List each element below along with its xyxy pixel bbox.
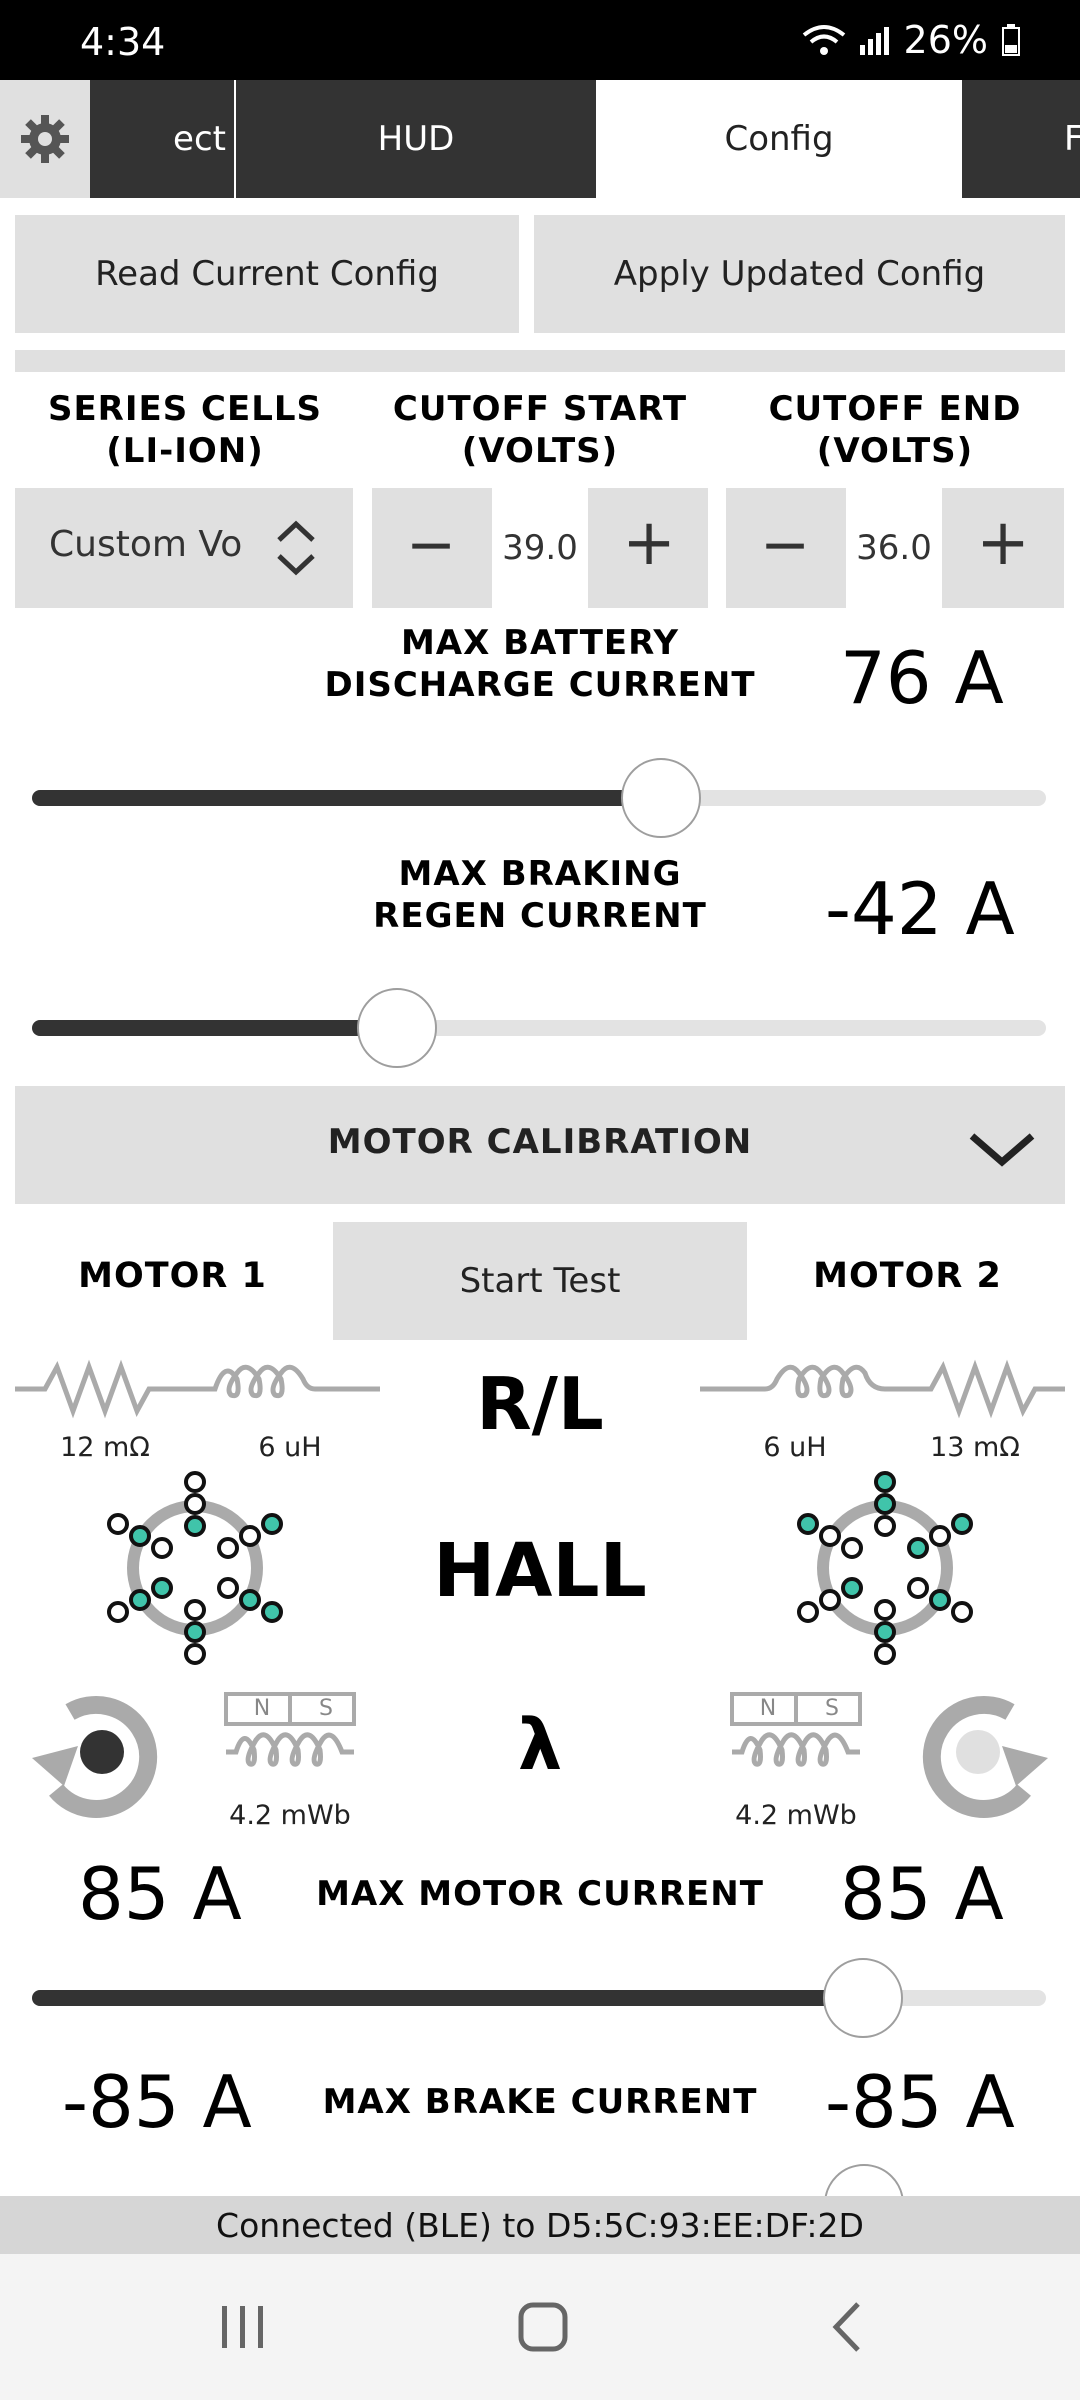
magnet-s-label: S [319,1696,333,1721]
settings-button[interactable] [0,80,90,198]
series-cells-value: Custom Vo [49,524,243,565]
motor2-resistance: 13 mΩ [930,1432,1020,1463]
battery-percent: 26% [903,18,988,62]
label-line: CUTOFF START [392,389,688,429]
connection-status: Connected (BLE) to D5:5C:93:EE:DF:2D [0,2196,1080,2254]
series-cells-label: SERIES CELLS (LI-ION) [15,388,355,472]
motor2-inductor-resistor-icon [700,1359,1065,1419]
button-label: Read Current Config [95,254,439,294]
button-label: Start Test [459,1261,621,1301]
home-icon[interactable] [516,2300,570,2354]
hall-test-button[interactable]: HALL [433,1528,647,1614]
section-title: MOTOR CALIBRATION [327,1122,753,1162]
increment-button[interactable]: + [976,506,1030,580]
motor2-hall-sensor-icon [797,1471,973,1665]
button-label: Apply Updated Config [613,254,986,294]
start-test-button[interactable]: Start Test [333,1222,747,1340]
label-line: SERIES CELLS [47,389,323,429]
read-config-button[interactable]: Read Current Config [15,215,519,333]
max-battery-value: 76 A [840,636,1004,720]
magnet-n-label: N [759,1696,777,1721]
motor1-hall-sensor-icon [107,1471,283,1665]
magnet-s-label: S [825,1696,839,1721]
slider-thumb[interactable] [357,988,438,1068]
motor1-magnet-icon [224,1692,356,1767]
tab-bar: ect HUD Config F [0,80,1080,198]
cutoff-end-label: CUTOFF END (VOLTS) [726,388,1064,472]
status-icons: 26% [802,18,1020,62]
label-line: REGEN CURRENT [373,896,707,936]
cutoff-end-input[interactable]: 36.0 [846,488,942,608]
max-regen-value: -42 A [825,867,1015,951]
tab-config[interactable]: Config [598,80,960,198]
motor1-resistor-inductor-icon [15,1359,380,1419]
tab-connect[interactable]: ect [90,80,234,198]
rotate-cw-icon [922,1695,1048,1818]
tab-label: F [1064,119,1080,159]
label-line: (LI-ION) [106,431,264,471]
magnet-n-label: N [253,1696,271,1721]
max-regen-label: MAX BRAKING REGEN CURRENT [300,853,780,937]
slider-thumb[interactable] [620,758,701,838]
label-line: CUTOFF END [768,389,1022,429]
cutoff-start-label: CUTOFF START (VOLTS) [372,388,708,472]
max-battery-label: MAX BATTERY DISCHARGE CURRENT [300,622,780,706]
cutoff-start-stepper: − 39.0 + [372,488,708,608]
label-line: (VOLTS) [461,431,619,471]
max-motor-current-label: MAX MOTOR CURRENT [316,1874,764,1914]
motor2-max-brake-current: -85 A [825,2060,1015,2144]
gear-icon [21,115,69,163]
series-cells-select[interactable]: Custom Vo [15,488,353,608]
decrement-button[interactable]: − [405,510,457,580]
slider-fill [32,790,661,806]
motor2-max-current: 85 A [840,1852,1004,1936]
cutoff-end-stepper: − 36.0 + [726,488,1064,608]
motor1-flux: 4.2 mWb [229,1800,351,1831]
motor1-max-brake-current: -85 A [62,2060,252,2144]
motor-calibration-header[interactable]: MOTOR CALIBRATION [15,1086,1065,1204]
status-time: 4:34 [80,20,166,64]
motor1-resistance: 12 mΩ [60,1432,150,1463]
increment-button[interactable]: + [622,506,676,580]
tab-label: ect [173,119,226,159]
rl-test-button[interactable]: R/L [476,1362,604,1446]
label-line: DISCHARGE CURRENT [324,665,756,705]
battery-icon [1002,24,1020,56]
motor1-inductance: 6 uH [258,1432,322,1463]
recent-apps-icon[interactable] [218,2302,268,2352]
motor2-inductance: 6 uH [763,1432,827,1463]
signal-icon [859,27,889,55]
back-icon[interactable] [826,2300,866,2354]
divider [15,350,1065,372]
rotate-ccw-icon [32,1695,158,1818]
decrement-button[interactable]: − [759,510,811,580]
system-nav-bar [0,2254,1080,2400]
status-bar: 4:34 26% [0,0,1080,80]
slider-fill [32,1020,398,1036]
slider-thumb[interactable] [823,1958,904,2038]
motor2-magnet-icon [730,1692,862,1767]
chevron-down-icon [969,1133,1035,1167]
label-line: (VOLTS) [816,431,974,471]
motor1-max-current: 85 A [78,1852,242,1936]
motor2-label: MOTOR 2 [813,1256,1002,1296]
max-brake-current-label: MAX BRAKE CURRENT [322,2082,758,2122]
label-line: MAX BRAKING [398,854,682,894]
motor2-flux: 4.2 mWb [735,1800,857,1831]
label-line: MAX BATTERY [400,623,680,663]
chevron-updown-icon [277,520,315,576]
cutoff-start-input[interactable]: 39.0 [492,488,588,608]
tab-next[interactable]: F [962,80,1080,198]
wifi-icon [802,25,845,55]
lambda-test-button[interactable]: λ [517,1704,563,1786]
tab-label: Config [724,119,834,159]
tab-hud[interactable]: HUD [236,80,596,198]
connection-text: Connected (BLE) to D5:5C:93:EE:DF:2D [216,2205,864,2245]
slider-fill [32,1990,864,2006]
apply-config-button[interactable]: Apply Updated Config [534,215,1065,333]
brake-slider-thumb-partial[interactable] [824,2164,904,2196]
motor1-label: MOTOR 1 [78,1256,267,1296]
tab-label: HUD [377,119,455,159]
